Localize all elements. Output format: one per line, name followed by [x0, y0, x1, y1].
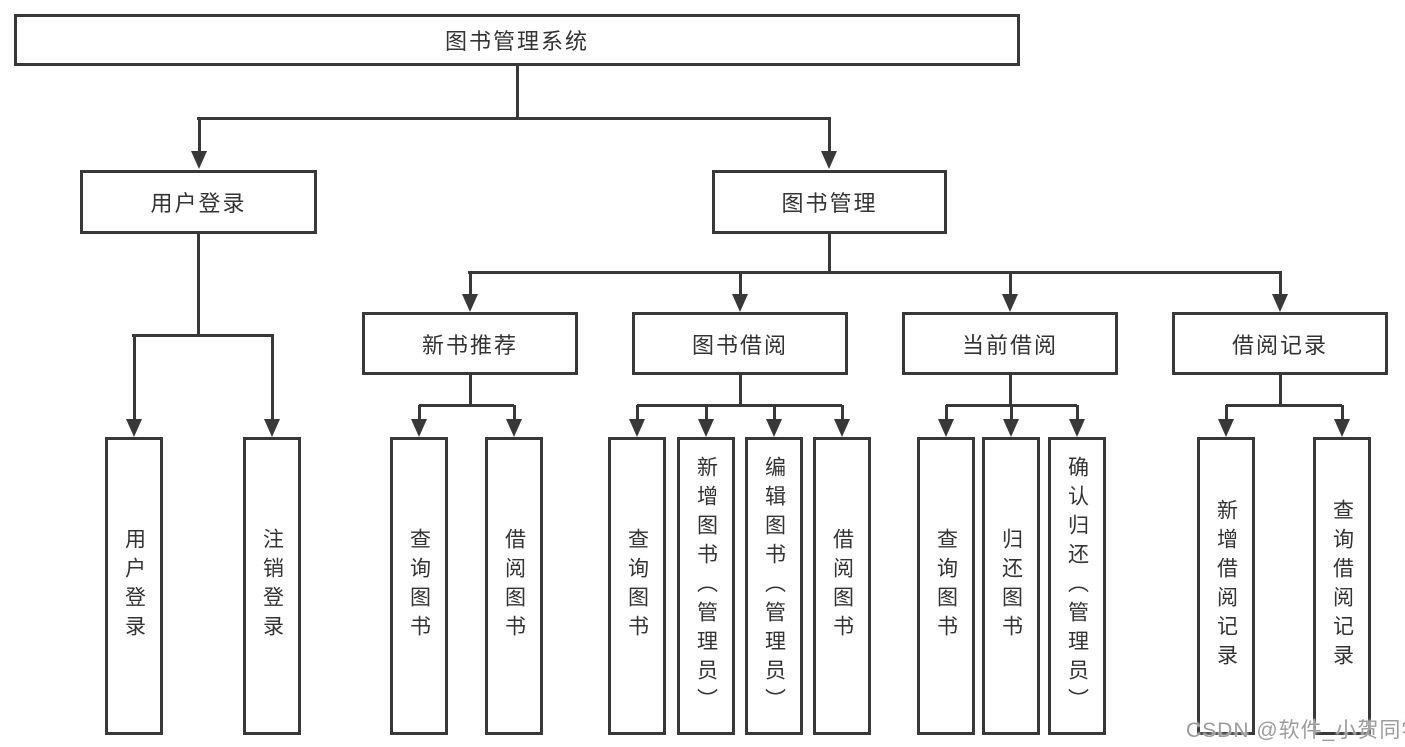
connector-hline: [468, 270, 1282, 274]
node-add-book-admin-label: 新增图书（管理员）: [694, 455, 718, 717]
node-query-book-3: 查询图书: [917, 437, 975, 735]
node-query-book-2: 查询图书: [608, 437, 666, 735]
node-return-book-label: 归还图书: [999, 528, 1023, 644]
node-query-book-1: 查询图书: [390, 437, 448, 735]
arrow-down-icon: [264, 419, 280, 437]
arrow-down-icon: [506, 419, 522, 437]
arrow-down-icon: [1002, 294, 1018, 312]
arrow-down-icon: [1003, 419, 1019, 437]
arrow-down-icon: [462, 294, 478, 312]
node-add-borrow-record-label: 新增借阅记录: [1214, 499, 1238, 673]
connector-vline: [515, 66, 519, 120]
arrow-shaft: [944, 405, 948, 420]
node-confirm-return-admin: 确认归还（管理员）: [1048, 437, 1106, 735]
node-root: 图书管理系统: [14, 14, 1020, 66]
arrow-down-icon: [821, 151, 837, 169]
node-borrowing-records: 借阅记录: [1172, 312, 1388, 375]
arrow-down-icon: [732, 294, 748, 312]
arrow-shaft: [704, 405, 708, 420]
arrow-down-icon: [1069, 419, 1085, 437]
arrow-down-icon: [126, 419, 142, 437]
arrow-shaft: [1008, 272, 1012, 295]
connector-hline: [419, 403, 514, 407]
arrow-down-icon: [191, 151, 207, 169]
arrow-shaft: [738, 272, 742, 295]
arrow-shaft: [270, 335, 274, 420]
connector-hline: [637, 403, 842, 407]
node-book-borrowing-label: 图书借阅: [691, 332, 788, 358]
connector-vline: [1278, 375, 1282, 406]
node-current-borrowing-label: 当前借阅: [961, 332, 1058, 358]
node-borrow-book-2: 借阅图书: [813, 437, 871, 735]
arrow-down-icon: [698, 419, 714, 437]
connector-vline: [468, 375, 472, 406]
node-new-book-recommend-label: 新书推荐: [421, 332, 518, 358]
node-query-borrow-record-label: 查询借阅记录: [1330, 499, 1354, 673]
node-edit-book-admin: 编辑图书（管理员）: [745, 437, 803, 735]
arrow-shaft: [468, 272, 472, 295]
arrow-down-icon: [834, 419, 850, 437]
node-add-book-admin: 新增图书（管理员）: [677, 437, 735, 735]
node-current-borrowing: 当前借阅: [902, 312, 1118, 375]
arrow-down-icon: [1272, 294, 1288, 312]
node-return-book: 归还图书: [982, 437, 1040, 735]
node-borrowing-records-label: 借阅记录: [1231, 332, 1328, 358]
arrow-shaft: [840, 405, 844, 420]
arrow-shaft: [635, 405, 639, 420]
node-query-book-3-label: 查询图书: [934, 528, 958, 644]
node-user-login-branch: 用户登录: [80, 170, 317, 234]
node-logout: 注销登录: [243, 437, 301, 735]
node-borrow-book-1: 借阅图书: [485, 437, 543, 735]
node-logout-label: 注销登录: [260, 528, 284, 644]
node-book-management: 图书管理: [712, 170, 947, 234]
csdn-watermark: CSDN @软件_小贺同学: [1186, 719, 1405, 742]
connector-vline: [196, 234, 200, 336]
node-query-borrow-record: 查询借阅记录: [1313, 437, 1371, 735]
node-borrow-book-2-label: 借阅图书: [830, 528, 854, 644]
arrow-shaft: [1340, 405, 1344, 420]
arrow-down-icon: [629, 419, 645, 437]
arrow-shaft: [1224, 405, 1228, 420]
arrow-shaft: [1278, 272, 1282, 295]
node-user-login-branch-label: 用户登录: [150, 191, 247, 216]
connector-hline: [132, 333, 274, 337]
node-root-label: 图书管理系统: [444, 29, 589, 54]
node-user-login: 用户登录: [105, 437, 163, 735]
node-user-login-label: 用户登录: [122, 528, 146, 644]
arrow-shaft: [512, 405, 516, 420]
connector-vline: [1008, 375, 1012, 406]
arrow-shaft: [772, 405, 776, 420]
arrow-shaft: [1075, 405, 1079, 420]
connector-hline: [1226, 403, 1342, 407]
node-book-borrowing: 图书借阅: [632, 312, 848, 375]
arrow-shaft: [197, 118, 201, 152]
arrow-down-icon: [766, 419, 782, 437]
connector-vline: [827, 234, 831, 273]
arrow-shaft: [1009, 405, 1013, 420]
node-new-book-recommend: 新书推荐: [362, 312, 578, 375]
node-confirm-return-admin-label: 确认归还（管理员）: [1065, 455, 1089, 717]
node-borrow-book-1-label: 借阅图书: [502, 528, 526, 644]
arrow-shaft: [132, 335, 136, 420]
arrow-shaft: [827, 118, 831, 152]
connector-hline: [197, 116, 831, 120]
arrow-shaft: [417, 405, 421, 420]
arrow-down-icon: [1218, 419, 1234, 437]
node-edit-book-admin-label: 编辑图书（管理员）: [762, 455, 786, 717]
node-query-book-2-label: 查询图书: [625, 528, 649, 644]
arrow-down-icon: [1334, 419, 1350, 437]
arrow-down-icon: [938, 419, 954, 437]
connector-vline: [738, 375, 742, 406]
node-add-borrow-record: 新增借阅记录: [1197, 437, 1255, 735]
node-query-book-1-label: 查询图书: [407, 528, 431, 644]
node-book-management-label: 图书管理: [781, 191, 878, 216]
arrow-down-icon: [411, 419, 427, 437]
